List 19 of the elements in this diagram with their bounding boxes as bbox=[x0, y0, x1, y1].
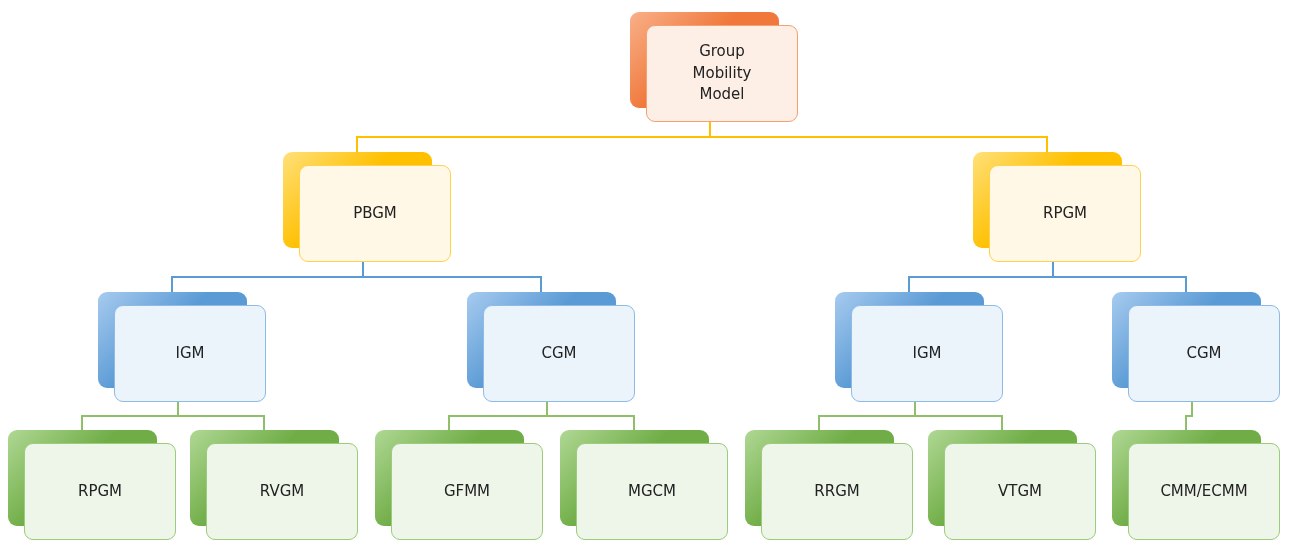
model-name: Group Mobility Model bbox=[691, 40, 753, 106]
model-name: CGM bbox=[1186, 342, 1222, 364]
model-name: RVGM bbox=[259, 480, 305, 502]
model-name: CMM/ECMM bbox=[1160, 480, 1248, 502]
model-name: RPGM bbox=[77, 480, 122, 502]
connector-line bbox=[709, 121, 1048, 153]
model-name: GFMM bbox=[443, 480, 491, 502]
model-name: CGM bbox=[541, 342, 577, 364]
connector-line bbox=[1052, 261, 1187, 293]
model-name: VTGM bbox=[998, 480, 1042, 502]
connector-line bbox=[177, 401, 265, 431]
model-name: RPGM bbox=[1042, 202, 1087, 224]
model-name: IGM bbox=[912, 342, 942, 364]
model-name: PBGM bbox=[353, 202, 397, 224]
model-name: IGM bbox=[175, 342, 205, 364]
connector-line bbox=[1185, 401, 1193, 431]
connector-line bbox=[362, 261, 542, 293]
model-name: MGCM bbox=[628, 480, 676, 502]
model-name: RRGM bbox=[814, 480, 860, 502]
